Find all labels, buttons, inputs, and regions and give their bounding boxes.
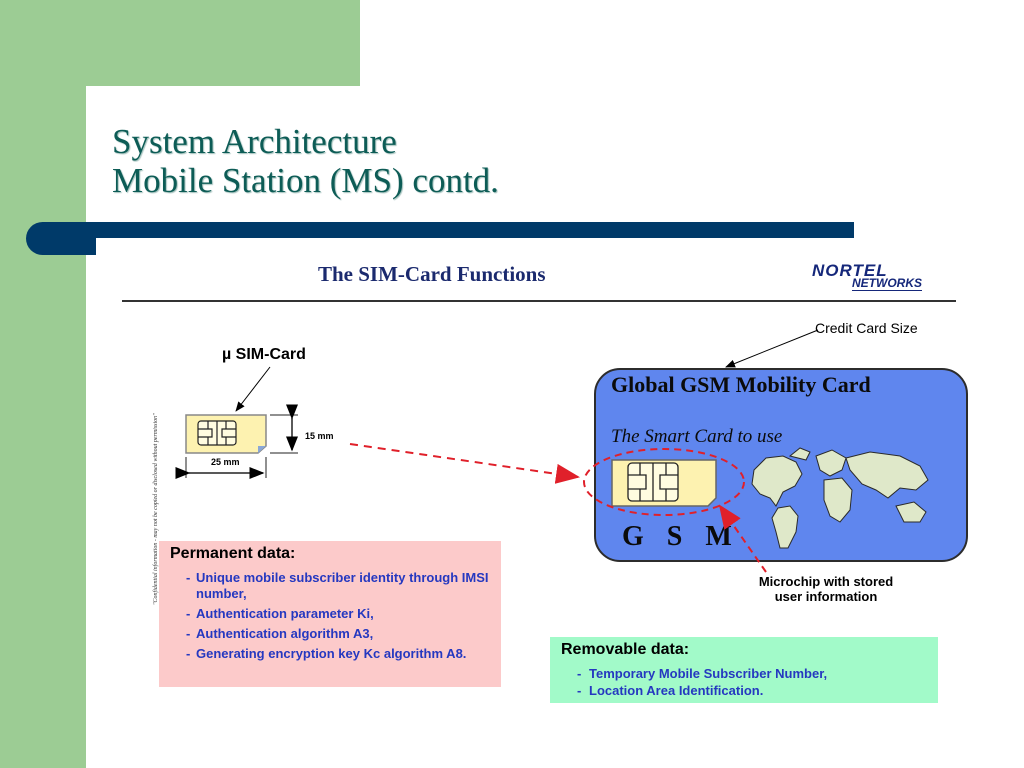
- dimension-width-label: 25 mm: [211, 457, 240, 467]
- removable-data-item: Location Area Identification.: [577, 682, 827, 699]
- title-line-2: Mobile Station (MS) contd.: [112, 161, 499, 200]
- gsm-card-wordmark: G S M: [622, 521, 740, 552]
- permanent-data-item: Authentication parameter Ki,: [186, 606, 498, 622]
- micro-sim-label: µ SIM-Card: [222, 346, 306, 363]
- header-rule: [122, 300, 956, 302]
- logo-line-1: NORTEL: [812, 261, 888, 280]
- removable-data-item: Temporary Mobile Subscriber Number,: [577, 665, 827, 682]
- gsm-card-title: Global GSM Mobility Card: [611, 372, 871, 397]
- microchip-label: Microchip with stored user information: [736, 574, 916, 604]
- top-accent-band: [0, 0, 360, 86]
- title-underline-bar-inner: [96, 238, 854, 255]
- microchip-label-line-1: Microchip with stored: [758, 574, 894, 589]
- permanent-data-title: Permanent data:: [170, 545, 296, 562]
- permanent-data-item: Generating encryption key Kc algorithm A…: [186, 646, 498, 662]
- removable-data-list: Temporary Mobile Subscriber Number, Loca…: [577, 665, 827, 699]
- dimension-height-label: 15 mm: [305, 431, 334, 441]
- microchip-label-line-2: user information: [774, 589, 878, 604]
- title-line-1: System Architecture: [112, 122, 397, 161]
- gsm-card-subtitle: The Smart Card to use: [611, 426, 783, 447]
- credit-card-size-label: Credit Card Size: [815, 320, 918, 336]
- left-accent-band: [0, 0, 86, 768]
- logo-line-2: NETWORKS: [852, 276, 922, 291]
- figure-header: The SIM-Card Functions: [318, 262, 546, 286]
- permanent-data-list: Unique mobile subscriber identity throug…: [186, 570, 498, 666]
- permanent-data-item: Unique mobile subscriber identity throug…: [186, 570, 498, 602]
- slide-title: System Architecture Mobile Station (MS) …: [112, 122, 499, 200]
- permanent-data-item: Authentication algorithm A3,: [186, 626, 498, 642]
- nortel-logo: NORTEL NETWORKS: [812, 261, 956, 293]
- removable-data-title: Removable data:: [561, 641, 690, 658]
